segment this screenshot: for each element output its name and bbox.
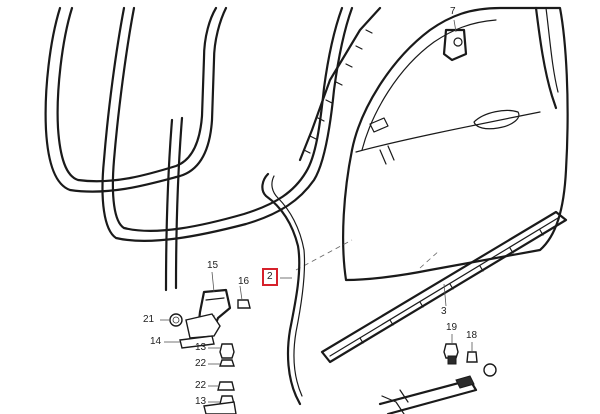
- nut-22b: [217, 381, 235, 391]
- door-check-end: [455, 375, 475, 389]
- leader-3: [443, 283, 447, 307]
- nut-22a: [219, 359, 235, 367]
- nut-13a: [219, 343, 235, 359]
- window-run-channel: [298, 6, 382, 162]
- lower-hinge: [203, 401, 237, 414]
- callout-21[interactable]: 21: [143, 314, 155, 325]
- front-door-window-edge: [361, 19, 497, 151]
- nut-21: [169, 313, 183, 327]
- hinge-pin-14: [179, 335, 215, 349]
- callout-16[interactable]: 16: [238, 276, 250, 287]
- front-door-detail: [379, 145, 395, 165]
- front-door-seal: [101, 6, 354, 242]
- nut-21-hole: [172, 316, 180, 324]
- callout-22b[interactable]: 22: [195, 380, 207, 391]
- rear-door-seal-inner: [56, 6, 218, 183]
- a-pillar-trim-inner: [545, 7, 559, 93]
- fastener-19-head: [447, 355, 457, 365]
- callout-22a[interactable]: 22: [195, 358, 207, 369]
- leader-15: [211, 271, 215, 293]
- callout-13b[interactable]: 13: [195, 396, 207, 407]
- screw-18: [466, 351, 478, 363]
- bush-18: [483, 363, 497, 377]
- rear-door-seal: [44, 6, 228, 193]
- hinge-bracket: [185, 313, 221, 339]
- a-pillar-trim: [534, 6, 558, 110]
- b-pillar-strip-2: [174, 116, 184, 290]
- front-door-handle: [473, 109, 520, 130]
- door-check-strap-detail: [381, 389, 409, 414]
- seal-strip-2: [261, 172, 302, 406]
- callout-13a[interactable]: 13: [195, 342, 207, 353]
- mirror-sail-bracket-hole: [453, 37, 463, 47]
- window-run-teeth: [303, 29, 373, 154]
- reference-line-1: [295, 239, 353, 271]
- leader-16: [239, 285, 243, 301]
- callout-2[interactable]: 2: [262, 268, 278, 286]
- bolt-16: [237, 299, 251, 309]
- leader-7: [453, 19, 457, 33]
- callout-7[interactable]: 7: [450, 6, 456, 17]
- door-check-strap: [378, 378, 478, 414]
- callout-18[interactable]: 18: [466, 330, 478, 341]
- reference-line-2: [419, 249, 441, 269]
- front-door-belt-line: [355, 111, 541, 153]
- front-door-lock: [369, 117, 389, 133]
- b-pillar-strip: [164, 118, 174, 292]
- front-door-seal-inner: [111, 6, 344, 232]
- mirror-sail-bracket: [442, 28, 468, 62]
- sill-strip: [320, 210, 568, 364]
- callout-3[interactable]: 3: [441, 306, 447, 317]
- front-door-shell: [342, 6, 569, 282]
- callout-19[interactable]: 19: [446, 322, 458, 333]
- sill-strip-clips: [359, 229, 544, 344]
- seal-strip-2-inner: [271, 175, 306, 397]
- callout-15[interactable]: 15: [207, 260, 219, 271]
- callout-14[interactable]: 14: [150, 336, 162, 347]
